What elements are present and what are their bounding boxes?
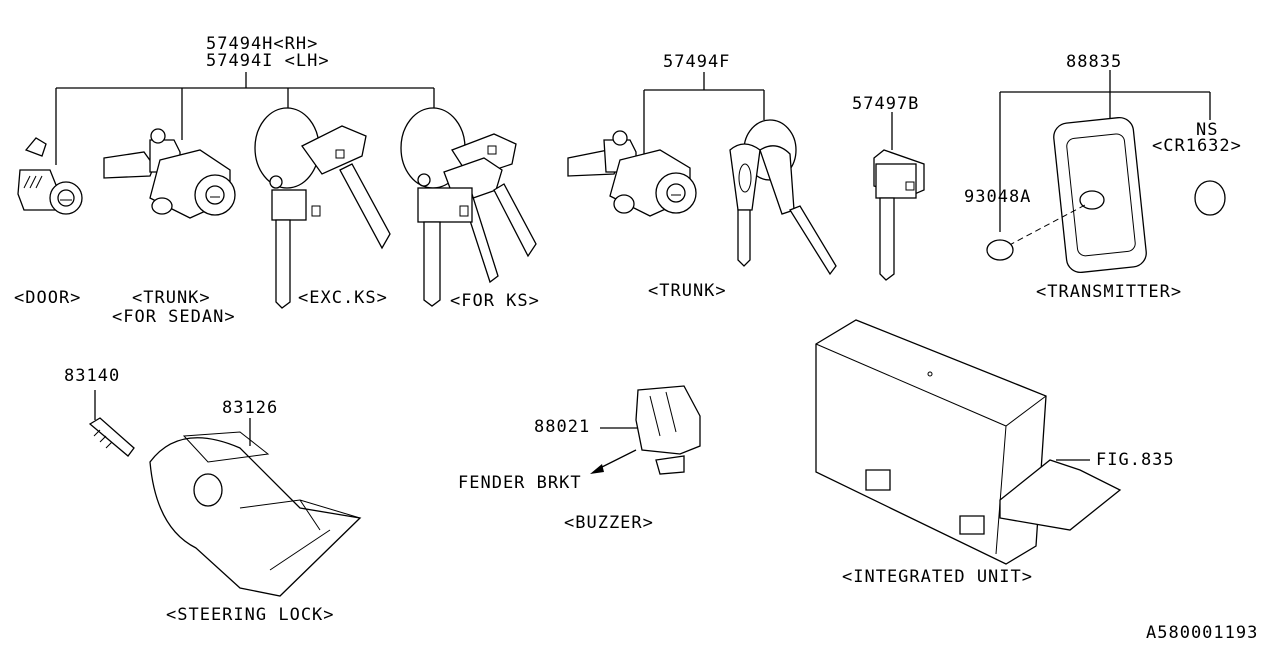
keys-exc-ks	[254, 107, 391, 309]
caption-trunk: <TRUNK>	[132, 288, 211, 308]
part-cr1632: <CR1632>	[1152, 136, 1242, 156]
trunk-lock-cylinder	[567, 130, 697, 217]
steering-lock-bolt	[88, 390, 135, 457]
caption-buzzer: <BUZZER>	[564, 513, 654, 533]
part-ns: NS	[1196, 120, 1219, 140]
integrated-unit-part	[815, 319, 1122, 565]
transmitter-seal-and-battery	[986, 180, 1226, 261]
caption-transmitter: <TRANSMITTER>	[1036, 282, 1183, 302]
part-number-57494h: 57494H<RH>	[206, 34, 319, 54]
part-number-88021: 88021	[534, 417, 591, 437]
cylinder-set-leaders	[55, 72, 435, 165]
steering-lock-body	[149, 418, 362, 597]
part-number-88835: 88835	[1066, 52, 1123, 72]
keys-for-ks	[400, 107, 537, 307]
note-fender-brkt: FENDER BRKT	[458, 473, 582, 493]
transmitter-leaders	[999, 70, 1211, 232]
part-number-83140: 83140	[64, 366, 121, 386]
part-number-57494i: 57494I <LH>	[206, 51, 330, 71]
trunk-lock-cylinder-sedan	[103, 128, 236, 219]
caption-door: <DOOR>	[14, 288, 82, 308]
part-number-83126: 83126	[222, 398, 279, 418]
caption-steering-lock: <STEERING LOCK>	[166, 605, 335, 625]
trunk-set-leaders	[643, 72, 765, 160]
part-number-93048a: 93048A	[964, 187, 1032, 207]
trunk-keys	[729, 119, 837, 276]
diagram-code: A580001193	[1146, 623, 1259, 643]
fig-ref-835: FIG.835	[1096, 450, 1175, 470]
door-lock-cylinder	[17, 137, 83, 215]
part-number-57497b: 57497B	[852, 94, 920, 114]
caption-for-sedan: <FOR SEDAN>	[112, 307, 236, 327]
caption-for-ks: <FOR KS>	[450, 291, 540, 311]
blank-key	[873, 112, 925, 281]
buzzer-part	[590, 385, 701, 475]
part-number-57494f: 57494F	[663, 52, 731, 72]
caption-integrated-unit: <INTEGRATED UNIT>	[842, 567, 1033, 587]
transmitter-case	[1053, 116, 1147, 274]
caption-exc-ks: <EXC.KS>	[298, 288, 388, 308]
caption-trunk-set: <TRUNK>	[648, 281, 727, 301]
